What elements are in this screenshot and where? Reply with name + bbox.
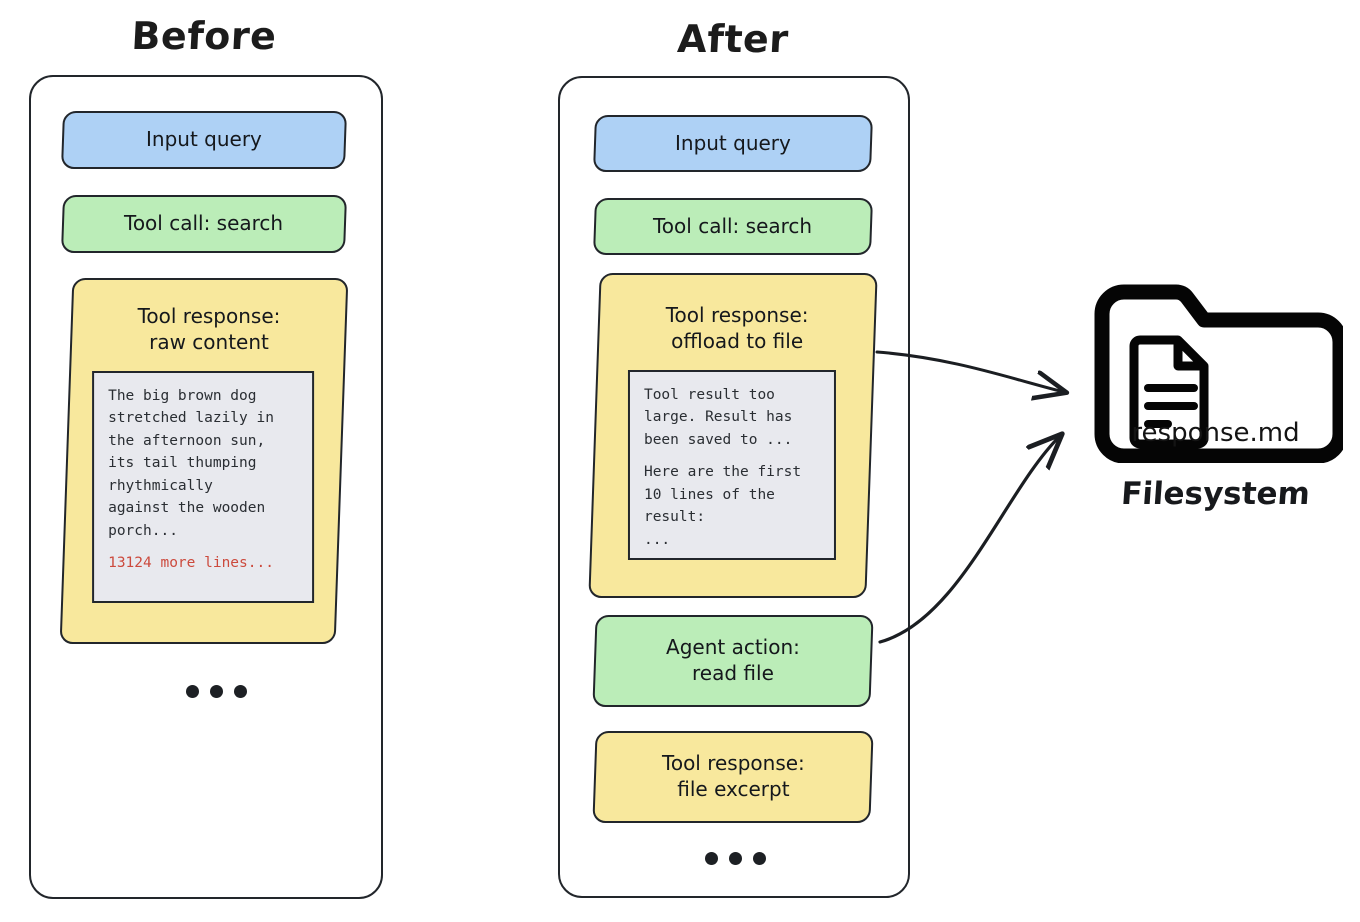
after-ellipsis-dot-3: [753, 852, 766, 865]
before-console-raw-content-warning: 13124 more lines...: [108, 555, 274, 572]
before-ellipsis-dot-1: [186, 685, 199, 698]
folder-with-document-icon: [1094, 284, 1343, 463]
after-block-agent-action-read-file-label: Agent action: read file: [666, 635, 800, 685]
after-block-tool-call-search-label: Tool call: search: [653, 213, 813, 238]
column-title-before: Before: [130, 14, 278, 58]
before-block-tool-call-search-label: Tool call: search: [124, 211, 284, 236]
folder-tab-edge: [1198, 314, 1343, 348]
after-ellipsis-dot-2: [729, 852, 742, 865]
before-console-raw-content: The big brown dog stretched lazily in th…: [92, 371, 315, 604]
before-block-input-query-label: Input query: [146, 127, 262, 152]
before-ellipsis-dot-3: [234, 685, 247, 698]
filesystem-caption: Filesystem: [1119, 476, 1312, 512]
after-block-input-query-label: Input query: [675, 130, 791, 155]
after-block-tool-call-search[interactable]: Tool call: search: [593, 198, 873, 255]
after-console-offload-notice-body: Tool result too large. Result has been s…: [643, 387, 793, 449]
after-block-tool-response-offload-to-file[interactable]: Tool response: offload to file Tool resu…: [588, 273, 878, 598]
before-console-raw-content-body: The big brown dog stretched lazily in th…: [108, 388, 274, 539]
before-ellipsis-dot-2: [210, 685, 223, 698]
before-block-input-query[interactable]: Input query: [60, 111, 348, 169]
after-console-offload-notice: Tool result too large. Result has been s…: [627, 370, 836, 561]
filesystem-filename: response.md: [1131, 418, 1300, 448]
before-ellipsis: [186, 685, 247, 698]
document-folded-corner: [1173, 340, 1204, 371]
after-block-tool-response-file-excerpt[interactable]: Tool response: file excerpt: [592, 731, 874, 823]
after-block-tool-response-offload-to-file-label: Tool response: offload to file: [665, 303, 809, 353]
filesystem-group: response.md Filesystem: [1088, 278, 1343, 512]
before-block-tool-response-raw-content[interactable]: Tool response: raw content The big brown…: [59, 278, 349, 644]
before-block-tool-response-raw-content-label: Tool response: raw content: [137, 304, 280, 354]
after-console-offload-notice-body2: Here are the first 10 lines of the resul…: [643, 464, 802, 548]
before-block-tool-call-search[interactable]: Tool call: search: [60, 195, 348, 253]
after-ellipsis-dot-1: [705, 852, 718, 865]
after-block-tool-response-file-excerpt-label: Tool response: file excerpt: [661, 751, 805, 801]
after-ellipsis: [705, 852, 766, 865]
after-block-agent-action-read-file[interactable]: Agent action: read file: [592, 615, 874, 707]
column-title-after: After: [676, 17, 790, 61]
after-block-input-query[interactable]: Input query: [593, 115, 873, 172]
